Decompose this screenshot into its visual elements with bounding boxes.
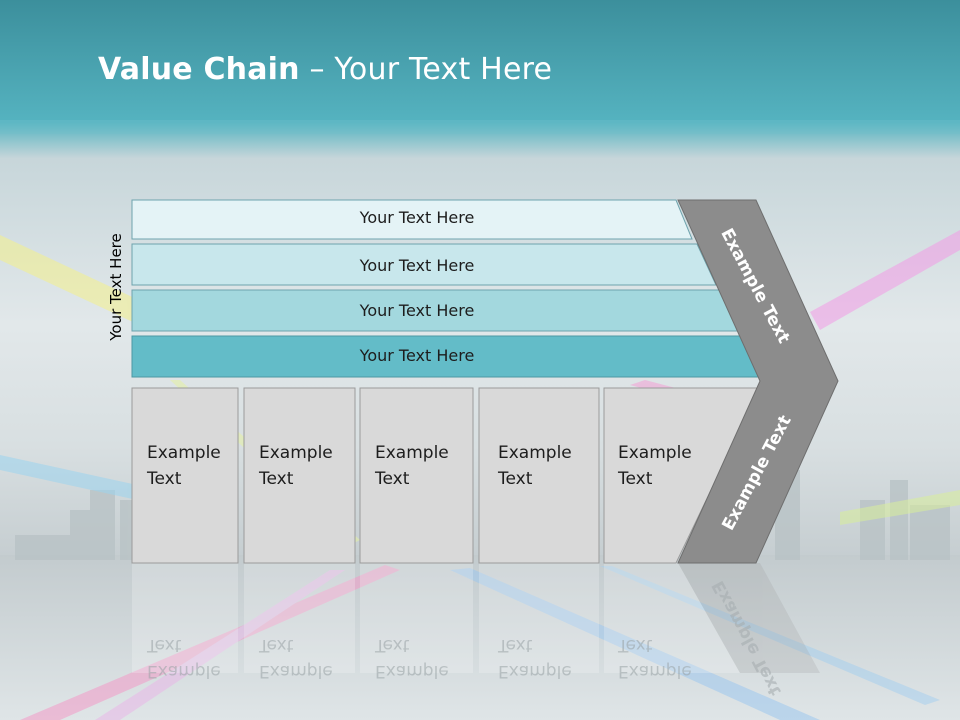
box-5-reflection-line1: Example [618,661,692,681]
box-1-line2: Text [147,469,182,489]
bar-3-label: Your Text Here [359,301,475,320]
reflection-boxes [132,563,820,673]
box-3 [359,387,474,564]
box-2-reflection-line2: Text [259,635,294,655]
box-3-line1: Example [375,443,449,463]
bar-2-label: Your Text Here [359,256,475,275]
bar-1-label: Your Text Here [359,208,475,227]
box-3-label: Example Text [375,440,449,492]
chevron-arrow [677,199,839,564]
box-1-label: Example Text [147,440,221,492]
box-3-reflection-line2: Text [375,635,410,655]
box-2 [243,387,356,564]
box-5-reflection: Example Text [618,632,692,684]
bar-4-label: Your Text Here [359,346,475,365]
bar-1 [131,199,693,240]
side-label: Your Text Here [107,233,125,341]
box-2-line2: Text [259,469,294,489]
box-5-label: Example Text [618,440,692,492]
box-2-line1: Example [259,443,333,463]
page-title: Value Chain – Your Text Here [98,52,552,87]
box-4-reflection-line1: Example [498,661,572,681]
box-1-reflection-line1: Example [147,661,221,681]
box-3-reflection-line1: Example [375,661,449,681]
title-bold: Value Chain [98,52,300,87]
box-2-reflection: Example Text [259,632,333,684]
box-4-line1: Example [498,443,572,463]
box-1-reflection-line2: Text [147,635,182,655]
box-2-label: Example Text [259,440,333,492]
box-2-reflection-line1: Example [259,661,333,681]
box-4-line2: Text [498,469,533,489]
title-rest: – Your Text Here [299,52,553,87]
box-1 [131,387,239,564]
box-5-reflection-line2: Text [618,635,653,655]
box-3-line2: Text [375,469,410,489]
box-4-reflection: Example Text [498,632,572,684]
box-4 [478,387,600,564]
box-4-label: Example Text [498,440,572,492]
box-1-reflection: Example Text [147,632,221,684]
box-5 [603,387,761,564]
box-5-line1: Example [618,443,692,463]
box-1-line1: Example [147,443,221,463]
box-3-reflection: Example Text [375,632,449,684]
box-4-reflection-line2: Text [498,635,533,655]
box-5-line2: Text [618,469,653,489]
